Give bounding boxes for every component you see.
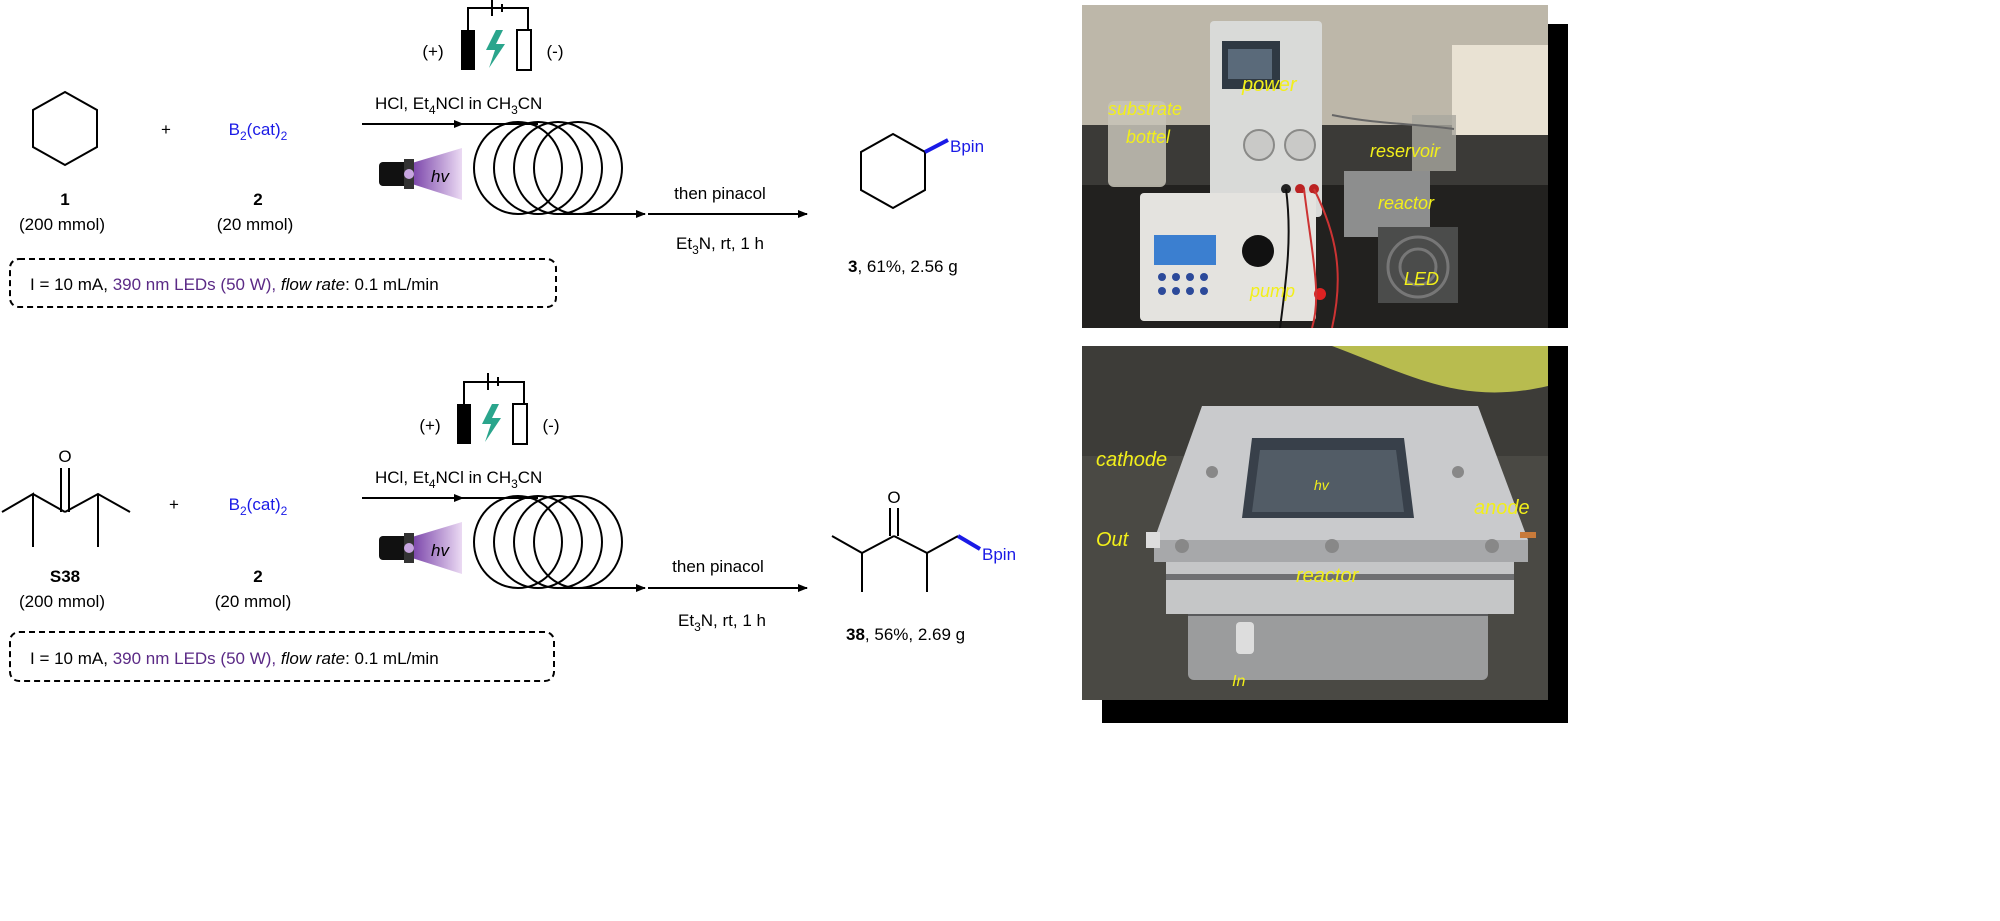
label-cathode: cathode (1096, 449, 1167, 471)
label-anode: anode (1474, 497, 1530, 519)
conditions-box (9, 258, 557, 308)
b2cat2-reagent: B2(cat)2 (229, 495, 288, 518)
reaction-scheme: 1 (200 mmol) + B2(cat)2 2 (20 mmol) (+) … (1, 0, 1016, 682)
product-cyclohexyl-ring (860, 132, 926, 210)
bpin-group: Bpin (950, 137, 984, 156)
label-pump: pump (1249, 281, 1295, 301)
lightning-bolt-icon (482, 404, 501, 442)
compound-s38-number: S38 (50, 567, 80, 586)
c-b-bond (924, 138, 949, 154)
product-38-structure (831, 508, 959, 592)
bottom-scheme: O S38 (200 mmol) + B2(cat)2 2 (20 mmol) … (1, 373, 1016, 682)
then-conditions: Et3N, rt, 1 h (678, 611, 766, 634)
then-conditions: Et3N, rt, 1 h (676, 234, 764, 257)
anode-sign: (+) (422, 42, 443, 61)
compound-2-amount: (20 mmol) (217, 215, 294, 234)
lightning-bolt-icon (486, 30, 505, 68)
power-supply-icon (457, 373, 528, 445)
setup-photo: power substrate bottel reservoir reactor… (1082, 5, 1548, 328)
compound-s38-amount: (200 mmol) (19, 592, 105, 611)
compound-2-number: 2 (253, 190, 262, 209)
pump-unit (1140, 193, 1326, 321)
conditions-main: HCl, Et4NCl in CH3CN (375, 94, 542, 117)
label-out: Out (1096, 529, 1130, 551)
bpin-group: Bpin (982, 545, 1016, 564)
lamp-icon (379, 148, 462, 200)
label-in: In (1232, 673, 1245, 690)
c-b-bond (956, 534, 982, 551)
conditions-box (9, 631, 555, 682)
photo-shadow (1548, 346, 1568, 366)
flow-cell-reactor (1146, 406, 1536, 680)
b2cat2-reagent: B2(cat)2 (229, 120, 288, 143)
label-bottel: bottel (1126, 127, 1171, 147)
cathode-sign: (-) (543, 416, 560, 435)
ketone-s38-structure (1, 468, 131, 547)
hv-label: hv (431, 167, 450, 186)
compound-2-amount: (20 mmol) (215, 592, 292, 611)
label-substrate: substrate (1108, 99, 1182, 119)
label-power: power (1241, 74, 1298, 96)
cyclohexane-structure (32, 90, 98, 167)
conditions-box-text: I = 10 mA, 390 nm LEDs (50 W), flow rate… (30, 275, 439, 294)
conditions-main: HCl, Et4NCl in CH3CN (375, 468, 542, 491)
compound-1-number: 1 (60, 190, 69, 209)
power-supply-icon (461, 0, 532, 71)
photo-shadow (1102, 700, 1568, 723)
product-3-result: 3, 61%, 2.56 g (848, 257, 958, 276)
label-hv: hv (1314, 477, 1330, 493)
top-scheme: 1 (200 mmol) + B2(cat)2 2 (20 mmol) (+) … (9, 0, 984, 308)
cathode-sign: (-) (547, 42, 564, 61)
lamp-icon (379, 522, 462, 574)
product-38-result: 38, 56%, 2.69 g (846, 625, 965, 644)
photo-shadow (1548, 24, 1568, 328)
label-reactor: reactor (1296, 565, 1360, 587)
plus-sign: + (169, 495, 179, 514)
label-led: LED (1404, 269, 1439, 289)
compound-1-amount: (200 mmol) (19, 215, 105, 234)
conditions-box-text: I = 10 mA, 390 nm LEDs (50 W), flow rate… (30, 649, 439, 668)
reactor-photo: cathode hv anode Out reactor In (1082, 346, 1548, 700)
flow-reactor-coil (463, 495, 623, 589)
anode-sign: (+) (419, 416, 440, 435)
ketone-oxygen: O (58, 447, 71, 466)
photo-shadow (1548, 364, 1568, 700)
product-oxygen: O (887, 488, 900, 507)
then-pinacol: then pinacol (674, 184, 766, 203)
label-reactor: reactor (1378, 193, 1435, 213)
compound-2-number: 2 (253, 567, 262, 586)
flow-reactor-coil (463, 121, 623, 215)
label-reservoir: reservoir (1370, 141, 1441, 161)
power-supply-unit (1210, 21, 1322, 217)
hv-label: hv (431, 541, 450, 560)
then-pinacol: then pinacol (672, 557, 764, 576)
plus-sign: + (161, 120, 171, 139)
